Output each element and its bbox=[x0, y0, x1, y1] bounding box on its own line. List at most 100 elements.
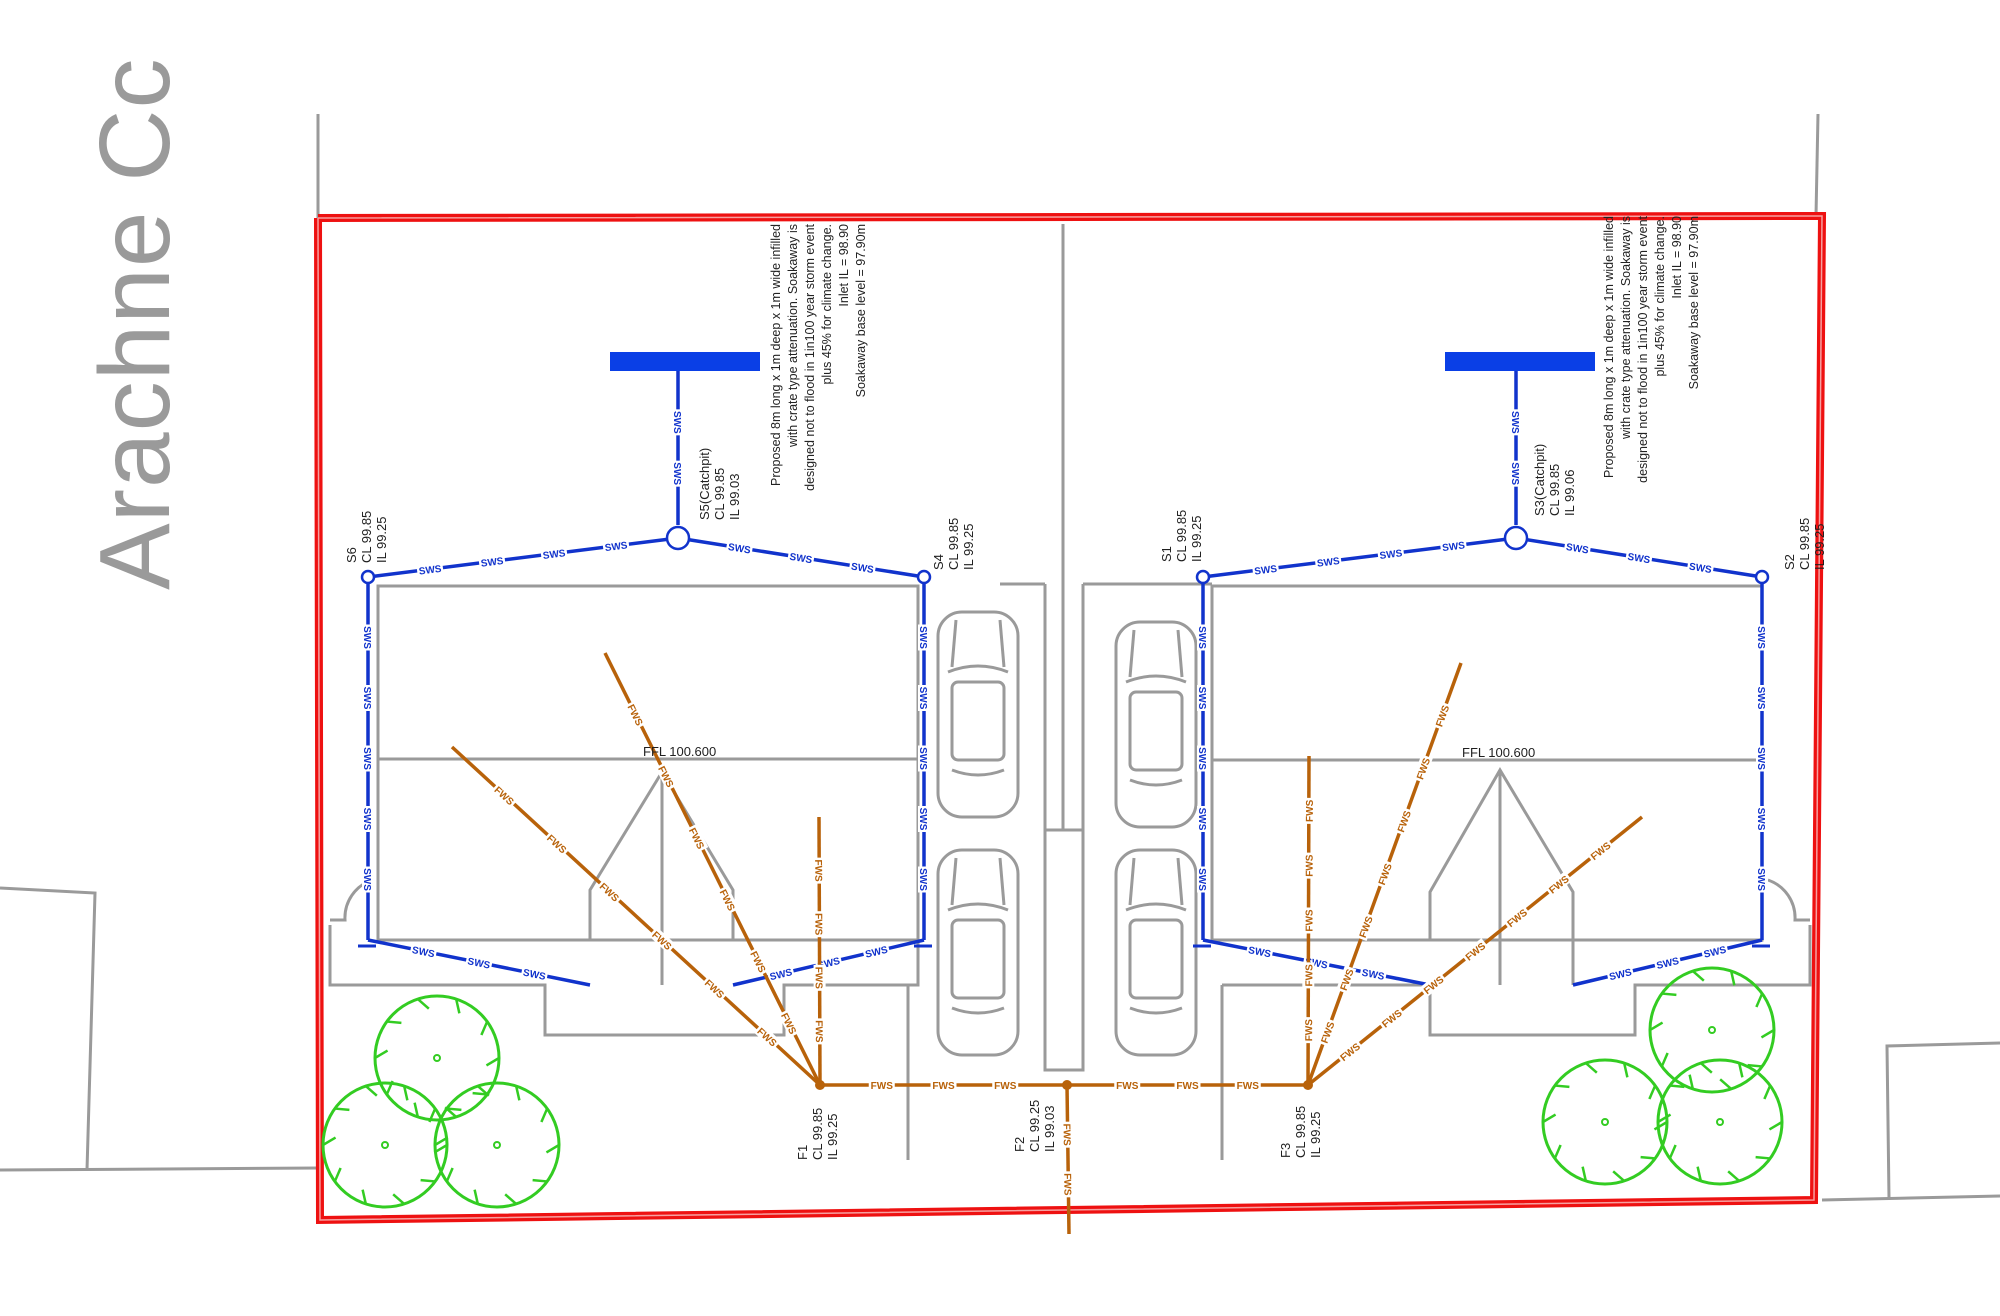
pipe-tag-bg bbox=[918, 866, 930, 893]
pipe-tag-label: FWS bbox=[1339, 967, 1357, 992]
pipe-tag-bg bbox=[813, 1018, 826, 1045]
pipe-tag-bg bbox=[701, 975, 729, 1002]
tree-leaf-mark bbox=[472, 1091, 488, 1096]
tree-leaf-mark bbox=[1669, 1084, 1685, 1089]
pipe-tag-bg bbox=[465, 954, 493, 971]
pipe-tag-bg bbox=[1461, 938, 1489, 964]
manhole-s4 bbox=[916, 569, 932, 585]
manhole-label-line: S6 bbox=[344, 547, 359, 563]
tree-leaf-mark bbox=[540, 1108, 549, 1123]
pipe-tag-bg bbox=[1374, 859, 1395, 889]
pipe-tag-label: SWS bbox=[917, 747, 928, 770]
pipe-tag-bg bbox=[1510, 460, 1522, 487]
ffl-label-right: FFL 100.600 bbox=[1462, 745, 1535, 760]
tree-6 bbox=[1656, 1058, 1784, 1186]
pipe-tag-label: FWS bbox=[1305, 854, 1316, 877]
tree-trunk bbox=[381, 1141, 389, 1149]
pipe-tag-bg bbox=[1302, 852, 1315, 879]
tree-leaf-mark bbox=[1542, 1113, 1557, 1124]
pipe-tag-bg bbox=[1314, 553, 1342, 569]
pipe-tag-label: SWS bbox=[361, 687, 372, 710]
sws-pipe-s1-s3 bbox=[1202, 536, 1517, 579]
car-windscreen bbox=[947, 902, 1009, 912]
tree-leaf-mark bbox=[446, 1107, 462, 1112]
pipe-tag-label: SWS bbox=[1196, 687, 1207, 710]
manhole-label-line: S1 bbox=[1159, 546, 1174, 562]
tree-leaf-mark bbox=[1692, 970, 1705, 982]
tree-leaf-mark bbox=[428, 1108, 437, 1123]
car-windscreen bbox=[1125, 674, 1187, 684]
tree-leaf-mark bbox=[1747, 1063, 1763, 1068]
pipe-tag-bg bbox=[672, 409, 684, 436]
car-bonnet-line bbox=[998, 857, 1006, 906]
pipe-tag-label: SWS bbox=[542, 548, 566, 562]
tree-leaf-mark bbox=[1688, 1074, 1695, 1090]
tree-leaf-mark bbox=[477, 1085, 490, 1097]
neighbour-line-top-right bbox=[1814, 113, 1820, 217]
pipe-tag-label: SWS bbox=[1608, 967, 1633, 983]
car-rear-window bbox=[951, 768, 1005, 777]
tree-leaf-mark bbox=[1768, 1120, 1783, 1131]
tree-leaf-mark bbox=[504, 1193, 517, 1205]
tree-trunk bbox=[1716, 1118, 1724, 1126]
manhole-s2 bbox=[1754, 569, 1770, 585]
pipe-tag-label: SWS bbox=[671, 411, 682, 434]
neighbour-boundary-right bbox=[1821, 1194, 2000, 1202]
soakaway-left bbox=[610, 352, 760, 371]
parked-cars bbox=[936, 610, 1198, 1057]
pipe-tag-label: SWS bbox=[917, 687, 928, 710]
tree-leaf-mark bbox=[1553, 1144, 1562, 1159]
pipe-tag-bg bbox=[362, 806, 374, 832]
pipe-tag-bg bbox=[1377, 1005, 1406, 1031]
pipe-tag-label: SWS bbox=[1755, 747, 1766, 770]
pipe-tag-bg bbox=[1586, 837, 1615, 864]
tree-canopy bbox=[373, 994, 501, 1122]
pipe-tag-label: SWS bbox=[1254, 564, 1278, 578]
pipe-tag-label: SWS bbox=[361, 808, 372, 831]
tree-leaf-mark bbox=[1649, 1021, 1664, 1032]
pipe-tag-bg bbox=[1502, 904, 1531, 931]
pipe-tag-bg bbox=[1359, 965, 1388, 983]
manhole-label-line: F3 bbox=[1278, 1143, 1293, 1158]
pipe-tag-label: FWS bbox=[1304, 1019, 1315, 1042]
soakaway-note-line: plus 45% for climate change. bbox=[1653, 216, 1667, 377]
pipe-tag-bg bbox=[596, 878, 624, 906]
pipe-tag-bg bbox=[1317, 1017, 1338, 1047]
pipe-tag-label: FWS bbox=[1305, 799, 1316, 822]
tree-leaf-mark bbox=[532, 1178, 548, 1183]
pipe-tag-label: FWS bbox=[1434, 704, 1452, 729]
pipe-tag-bg bbox=[918, 806, 930, 832]
pipe-tag-label: FWS bbox=[1061, 1124, 1072, 1147]
tree-leaf-mark bbox=[413, 1102, 420, 1118]
pipe-tag-label: SWS bbox=[917, 868, 928, 891]
manhole-label-line: CL 99.85 bbox=[359, 511, 374, 563]
site-boundary-inner bbox=[317, 215, 1823, 1221]
pipe-tag-bg bbox=[1302, 962, 1315, 989]
tree-trunk bbox=[1601, 1118, 1609, 1126]
pipe-tag-bg bbox=[918, 745, 930, 772]
pipe-tag-label: SWS bbox=[361, 626, 372, 649]
pipe-tag-label: FWS bbox=[1116, 1081, 1139, 1092]
pipe-tag-bg bbox=[1197, 685, 1209, 711]
pipe-tag-bg bbox=[1302, 797, 1315, 824]
catchpit-s3 bbox=[1503, 525, 1529, 551]
soakaway-note-line: designed not to flood in 1in100 year sto… bbox=[1636, 215, 1650, 482]
pipe-tag-bg bbox=[1393, 806, 1414, 836]
neighbour-building-left bbox=[0, 886, 97, 1171]
pipe-tag-bg bbox=[1302, 1017, 1315, 1044]
tree-leaf-mark bbox=[361, 1189, 368, 1205]
pipe-tag-bg bbox=[1419, 971, 1448, 998]
pipe-tag-label: SWS bbox=[1316, 556, 1340, 570]
neighbour-outlines bbox=[0, 113, 2000, 1202]
tree-leaf-mark bbox=[374, 1049, 389, 1060]
pipe-tag-bg bbox=[747, 947, 770, 976]
soakaway-note-line: Proposed 8m long x 1m deep x 1m wide inf… bbox=[1602, 216, 1616, 478]
tree-leaf-mark bbox=[1760, 1028, 1775, 1039]
soakaway-note-line: Soakaway base level = 97.90m bbox=[1687, 216, 1701, 389]
car-4 bbox=[1114, 848, 1198, 1057]
pipe-tag-label: FWS bbox=[813, 1020, 824, 1043]
pipe-tag-bg bbox=[1062, 1171, 1075, 1198]
pipe-tag-bg bbox=[918, 624, 930, 651]
